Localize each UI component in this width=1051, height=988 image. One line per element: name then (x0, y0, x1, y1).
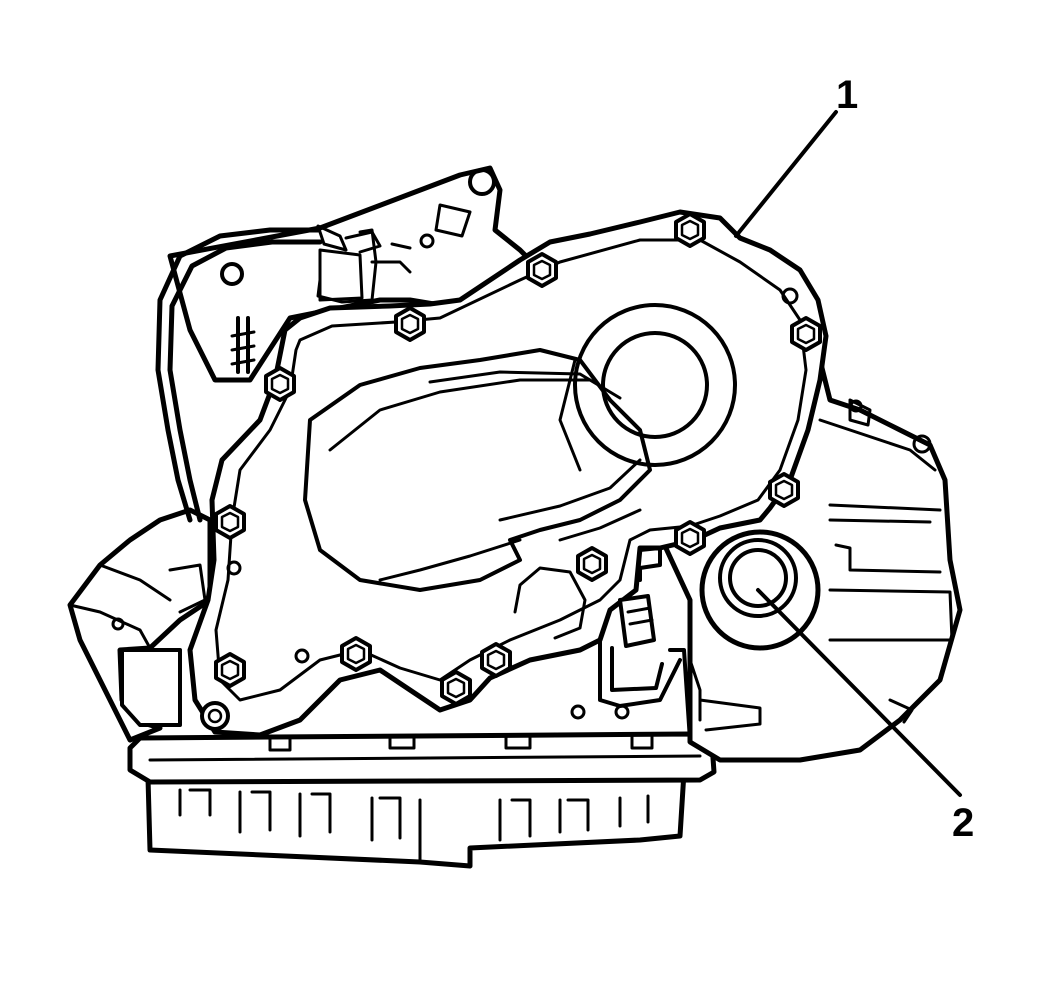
bolt-4 (264, 366, 296, 402)
bolt-10 (214, 652, 246, 688)
bolt-6 (768, 472, 800, 508)
bolt-12 (480, 642, 512, 678)
leader-line-1 (734, 110, 838, 238)
bolt-5 (790, 316, 822, 352)
bolt-13 (440, 670, 472, 706)
bolt-3 (394, 306, 426, 342)
bolts (200, 212, 863, 731)
pan-flange (127, 731, 717, 785)
shift-cable (155, 224, 412, 523)
wiring-harness (598, 546, 702, 742)
bolt-8 (576, 546, 608, 582)
callout-label-2: 2 (952, 801, 974, 845)
leader-line-2 (756, 588, 962, 797)
bolt-9 (214, 504, 246, 540)
oil-pan (145, 769, 687, 869)
bolt-2 (526, 252, 558, 288)
bolt-11 (340, 636, 372, 672)
callouts: 1 2 (734, 73, 974, 845)
bolt-1 (674, 212, 706, 248)
bolt-7 (674, 520, 706, 556)
callout-label-1: 1 (836, 73, 858, 117)
side-cover (187, 209, 829, 738)
left-housing (67, 507, 213, 743)
